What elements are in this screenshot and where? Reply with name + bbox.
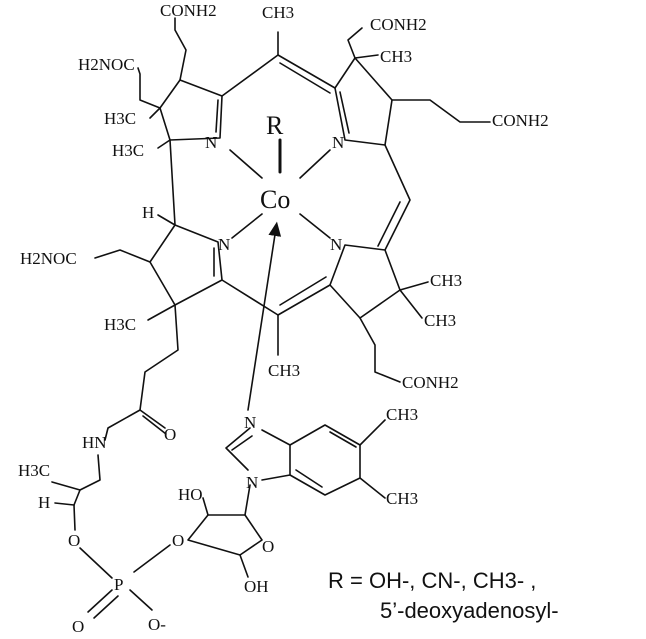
label-h-chain: H: [38, 493, 50, 512]
r-definition: R = OH-, CN-, CH3- , 5’-deoxyadenosyl-: [328, 568, 559, 623]
r-definition-line2: 5’-deoxyadenosyl-: [380, 598, 559, 623]
label-ch3-bottom: CH3: [268, 361, 300, 380]
label-h3c-chain: H3C: [18, 461, 50, 480]
label-ch3-benzimidazole-1: CH3: [386, 405, 418, 424]
r-definition-line1: R = OH-, CN-, CH3- ,: [328, 568, 536, 593]
label-n-lowerright: N: [330, 235, 342, 254]
label-conh2-top: CONH2: [160, 1, 217, 20]
label-co-center: Co: [260, 185, 290, 214]
label-ho-sugar: HO: [178, 485, 203, 504]
label-h2noc-topleft: H2NOC: [78, 55, 135, 74]
label-conh2-right: CONH2: [492, 111, 549, 130]
label-o-chain: O: [68, 531, 80, 550]
label-p: P: [114, 575, 123, 594]
label-h3c-lowleft: H3C: [104, 315, 136, 334]
label-ch3-top: CH3: [262, 3, 294, 22]
label-h3c-left2: H3C: [112, 141, 144, 160]
label-ch3-topright: CH3: [380, 47, 412, 66]
label-ch3-right1: CH3: [430, 271, 462, 290]
label-h3c-left1: H3C: [104, 109, 136, 128]
label-n-upperleft: N: [205, 133, 217, 152]
label-conh2-topright: CONH2: [370, 15, 427, 34]
label-r-center: R: [266, 111, 284, 140]
label-h-left: H: [142, 203, 154, 222]
label-o-sugar-bridge: O: [172, 531, 184, 550]
label-ch3-benzimidazole-2: CH3: [386, 489, 418, 508]
atom-labels: CONH2 CH3 CONH2 CH3 H2NOC H3C H3C N R N …: [18, 1, 549, 636]
label-o-ring: O: [262, 537, 274, 556]
bond-lines: [51, 17, 491, 619]
label-n-benzimidazole-2: N: [246, 473, 258, 492]
label-oh-sugar: OH: [244, 577, 269, 596]
label-ch3-right2: CH3: [424, 311, 456, 330]
label-hn: HN: [82, 433, 107, 452]
label-n-benzimidazole-1: N: [244, 413, 256, 432]
label-conh2-bottom: CONH2: [402, 373, 459, 392]
label-n-upperright: N: [332, 133, 344, 152]
label-o-amide: O: [164, 425, 176, 444]
label-h2noc-left: H2NOC: [20, 249, 77, 268]
label-o-double: O: [72, 617, 84, 636]
label-n-lowerleft: N: [218, 235, 230, 254]
label-o-minus: O-: [148, 615, 166, 634]
